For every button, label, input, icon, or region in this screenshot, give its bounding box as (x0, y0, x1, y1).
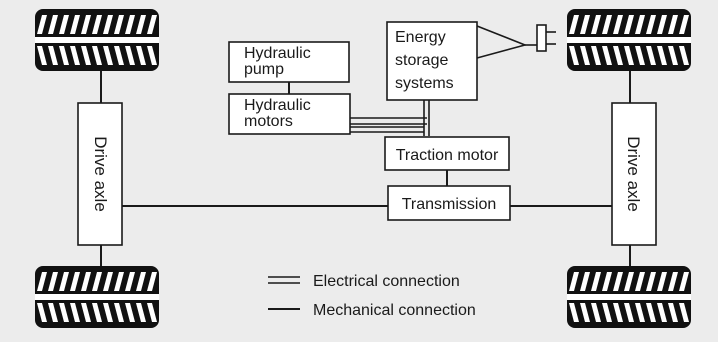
transmission-box: Transmission (387, 185, 511, 221)
traction-motor-box: Traction motor (384, 136, 510, 171)
legend-electrical-label: Electrical connection (313, 273, 460, 290)
energy-storage-box: Energy storage systems (386, 21, 478, 101)
hydraulic-pump-line-1: Hydraulic (244, 45, 311, 62)
transmission-label: Transmission (402, 196, 497, 213)
legend-mechanical-label: Mechanical connection (313, 302, 476, 319)
energy-storage-line-1: Energy (395, 29, 446, 46)
tire-tread-icon (35, 266, 159, 328)
traction-motor-label: Traction motor (396, 147, 499, 164)
drive-axle-left-label: Drive axle (91, 136, 110, 212)
hydraulic-motors-line-1: Hydraulic (244, 97, 311, 114)
tire-tread-icon (567, 9, 691, 71)
energy-storage-line-3: systems (395, 75, 454, 92)
plug-cord (476, 25, 528, 59)
drive-axle-right: Drive axle (611, 102, 657, 246)
legend: Electrical connection Mechanical connect… (268, 273, 476, 319)
hydraulic-pump-line-2: pump (244, 61, 284, 78)
drive-axle-left: Drive axle (77, 102, 123, 246)
drive-axle-right-label: Drive axle (624, 136, 643, 212)
energy-storage-line-2: storage (395, 52, 448, 69)
charging-plug-icon (536, 24, 556, 52)
right-margin (718, 0, 727, 342)
hydraulic-pump-box: Hydraulic pump (228, 41, 350, 83)
hydraulic-motors-line-2: motors (244, 113, 293, 130)
tire-tread-icon (35, 9, 159, 71)
tire-tread-icon (567, 266, 691, 328)
hydraulic-motors-box: Hydraulic motors (228, 93, 351, 135)
